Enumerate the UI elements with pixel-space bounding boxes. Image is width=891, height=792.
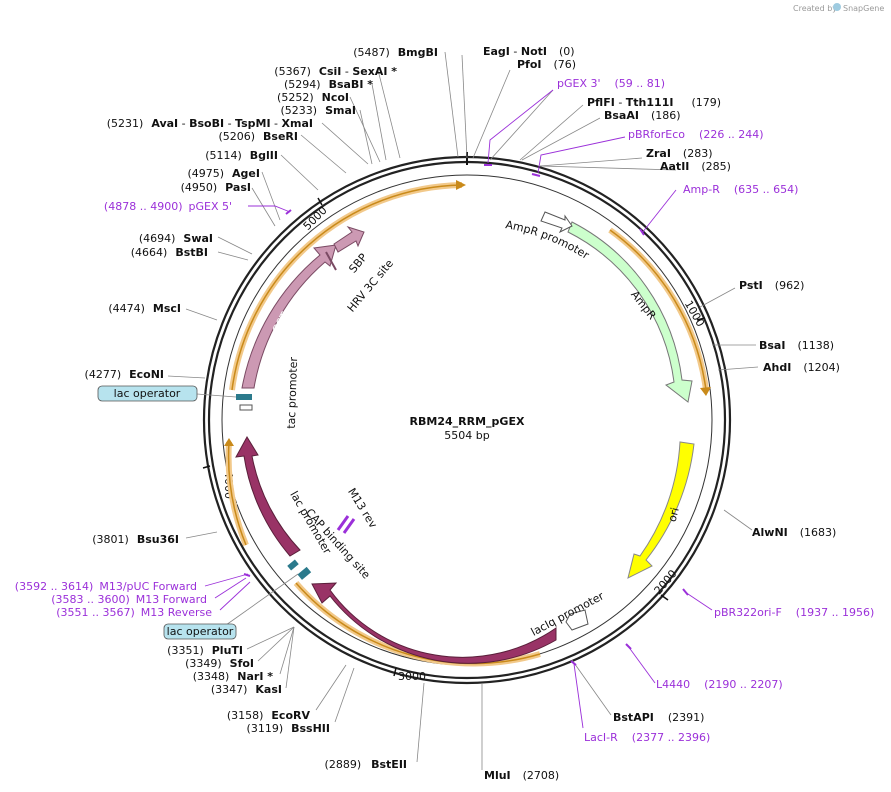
primer-leader-lines	[204, 89, 713, 729]
site-sfoi: (3349)SfoI	[185, 657, 254, 670]
site-alwni: AlwNI(1683)	[752, 526, 836, 539]
site-bsshii: (3119)BssHII	[247, 722, 330, 735]
site-bstapi: BstAPI(2391)	[613, 711, 704, 724]
site-msci: (4474)MscI	[108, 302, 181, 315]
orf-gst-arc	[231, 184, 463, 391]
site-bsteii: (2889)BstEII	[325, 758, 407, 771]
tick-5000-mark	[317, 197, 323, 206]
tick-3000-mark	[393, 667, 397, 677]
primer-pbrforeco: pBRforEco(226 .. 244)	[628, 128, 764, 141]
hrv-3c-site-marker	[325, 251, 337, 271]
primer-pgex3: pGEX 3'(59 .. 81)	[557, 77, 665, 90]
orf-arcs	[224, 180, 711, 667]
ori-feature-arrow	[627, 441, 695, 579]
site-smai: (5233)SmaI	[281, 104, 356, 117]
primer-labels: pGEX 3'(59 .. 81) pBRforEco(226 .. 244) …	[15, 77, 875, 744]
site-pfoi: PfoI(76)	[517, 58, 576, 71]
primer-pgex5: (4878 .. 4900)pGEX 5'	[104, 200, 232, 213]
cap-site-marker	[287, 559, 299, 571]
site-kasi: (3347)KasI	[211, 683, 282, 696]
watermark-created-by: Created by	[793, 4, 837, 13]
lacz-alpha-label: lacZα	[230, 473, 248, 505]
site-ecorv: (3158)EcoRV	[227, 709, 311, 722]
orf-ampr-arrowhead	[700, 387, 711, 396]
ampr-feature-arrow	[567, 221, 693, 403]
site-bsai: BsaI(1138)	[759, 339, 834, 352]
m13-rev-primer-mark-a	[336, 515, 350, 531]
orf-ampr-arc	[609, 229, 707, 391]
ampr-promoter-label: AmpR promoter	[504, 218, 591, 262]
watermark-brand: SnapGene	[843, 4, 884, 13]
site-psti: PstI(962)	[739, 279, 804, 292]
lac-operator-upper-marker	[236, 394, 252, 400]
laciq-promoter-label: lacIq promoter	[529, 589, 607, 639]
lac-operator-lower-marker	[297, 566, 312, 580]
site-pflfi-tth111i: PflFI - Tth111I(179)	[587, 96, 721, 109]
site-pluti: (3351)PluTI	[167, 644, 243, 657]
gst-feature-arrow	[241, 244, 337, 389]
site-nari: (3348)NarI *	[193, 670, 274, 683]
orf-lacz-arrowhead	[224, 438, 234, 446]
orf-lacz-arc	[227, 441, 247, 546]
site-ncoi: (5252)NcoI	[277, 91, 349, 104]
leader-lines	[167, 51, 759, 770]
lac-operator-upper-box	[97, 385, 198, 402]
orf-gst-arc-halo	[229, 182, 463, 391]
site-bglii: (5114)BglII	[205, 149, 278, 162]
site-bmgbi: (5487)BmgBI	[353, 46, 438, 59]
laciq-promoter-arrow	[565, 609, 589, 631]
tick-label-3000: 3000	[398, 670, 426, 683]
primer-pbr322ori-f: pBR322ori-F(1937 .. 1956)	[714, 606, 874, 619]
tac-promoter-label: tac promoter	[285, 356, 301, 429]
site-agei: (4975)AgeI	[187, 167, 260, 180]
primer-laci-r: LacI-R(2377 .. 2396)	[584, 731, 710, 744]
lac-operator-upper-label: lac operator	[114, 387, 181, 400]
site-bsaai: BsaAI(186)	[604, 109, 681, 122]
site-bsu36i: (3801)Bsu36I	[92, 533, 179, 546]
site-aatii: AatII(285)	[660, 160, 731, 173]
site-csii-sexai: (5367)CsiI - SexAI *	[274, 65, 397, 78]
laci-label: lacI	[423, 639, 444, 655]
primer-amp-r: Amp-R(635 .. 654)	[683, 183, 798, 196]
primer-m13-puc-forward: (3592 .. 3614)M13/pUC Forward	[15, 580, 197, 593]
plasmid-length: 5504 bp	[444, 429, 489, 442]
tick-4000-mark	[202, 465, 211, 469]
tick-2000-mark	[660, 594, 669, 601]
tick-1000-mark	[696, 317, 706, 321]
primer-m13-reverse: (3551 .. 3567)M13 Reverse	[56, 606, 212, 619]
site-pasi: (4950)PasI	[181, 181, 251, 194]
laci-feature-arrow	[311, 582, 557, 664]
site-bseri: (5206)BseRI	[218, 130, 298, 143]
site-eagi-notI: EagI - NotI(0)	[483, 45, 575, 58]
site-zrai: ZraI(283)	[646, 147, 713, 160]
m13-rev-primer-mark-b	[342, 518, 356, 534]
lac-operator-callouts: lac operator lac operator	[97, 385, 299, 640]
ori-label: ori	[666, 506, 682, 523]
ampr-promoter-arrow	[540, 211, 573, 234]
site-mlui: MluI(2708)	[484, 769, 559, 782]
lacz-alpha-feature-arrow	[235, 436, 301, 557]
primer-m13-forward: (3583 .. 3600)M13 Forward	[51, 593, 207, 606]
plasmid-name: RBM24_RRM_pGEX	[410, 415, 525, 428]
tac-promoter-arrow	[239, 404, 253, 411]
restriction-sites: EagI - NotI(0) PfoI(76) PflFI - Tth111I(…	[85, 45, 840, 782]
site-bstbi: (4664)BstBI	[131, 246, 208, 259]
site-bsabi: (5294)BsaBI *	[284, 78, 373, 91]
sbp-label: SBP	[346, 251, 370, 276]
lac-operator-lower-box	[163, 623, 237, 640]
site-ahdi: AhdI(1204)	[763, 361, 840, 374]
snapgene-logo-icon	[833, 3, 841, 11]
primer-ticks	[243, 164, 689, 666]
site-avai-group: (5231)AvaI - BsoBI - TspMI - XmaI	[107, 117, 313, 130]
site-econi: (4277)EcoNI	[85, 368, 164, 381]
lac-operator-lower-label: lac operator	[167, 625, 234, 638]
snapgene-watermark: Created by SnapGene	[793, 3, 884, 13]
primer-l4440: L4440(2190 .. 2207)	[656, 678, 783, 691]
orf-gst-arrowhead	[456, 180, 466, 190]
feature-arrows	[235, 211, 695, 664]
sbp-feature-arrow	[333, 226, 365, 253]
orf-laci-arc	[295, 582, 541, 665]
site-swai: (4694)SwaI	[139, 232, 213, 245]
